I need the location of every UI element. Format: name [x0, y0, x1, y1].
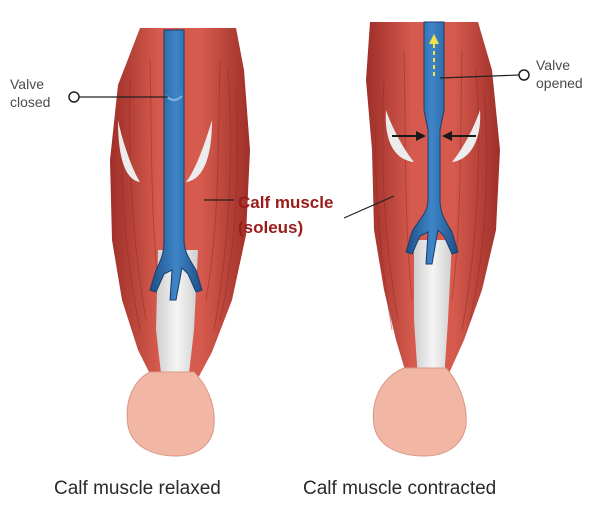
callouts — [68, 69, 530, 219]
left-heel — [126, 371, 215, 457]
valve-closed-label-line1: Valve — [10, 76, 44, 92]
left-leg — [110, 28, 250, 457]
left-achilles-tendon — [156, 250, 198, 382]
caption-contracted: Calf muscle contracted — [303, 478, 497, 499]
calf-muscle-label: Calf muscle — [238, 193, 334, 212]
valve-opened-leader — [439, 74, 520, 79]
valve-closed-label: Valve closed — [10, 75, 70, 111]
squeeze-arrow-right-head — [442, 131, 452, 141]
valve-opened-label-line2: opened — [536, 75, 583, 91]
caption-relaxed: Calf muscle relaxed — [54, 478, 221, 499]
valve-opened-label: Valve opened — [536, 56, 600, 92]
squeeze-arrow-left-head — [416, 131, 426, 141]
valve-opened-marker — [518, 69, 530, 81]
left-vein — [149, 29, 203, 301]
valve-closed-marker — [68, 91, 80, 103]
right-heel — [372, 367, 467, 457]
flow-arrow-head — [429, 34, 439, 44]
left-upper-tendon-l — [118, 120, 140, 182]
valve-opened-label-line1: Valve — [536, 57, 570, 73]
right-vein — [405, 21, 459, 265]
right-leg — [366, 21, 500, 457]
right-upper-tendon-l — [385, 110, 414, 162]
soleus-label: (soleus) — [238, 218, 304, 237]
left-upper-tendon-r — [186, 120, 212, 182]
valve-closed-label-line2: closed — [10, 94, 51, 110]
calf-leader-right — [343, 195, 395, 219]
right-achilles-tendon — [414, 240, 452, 380]
